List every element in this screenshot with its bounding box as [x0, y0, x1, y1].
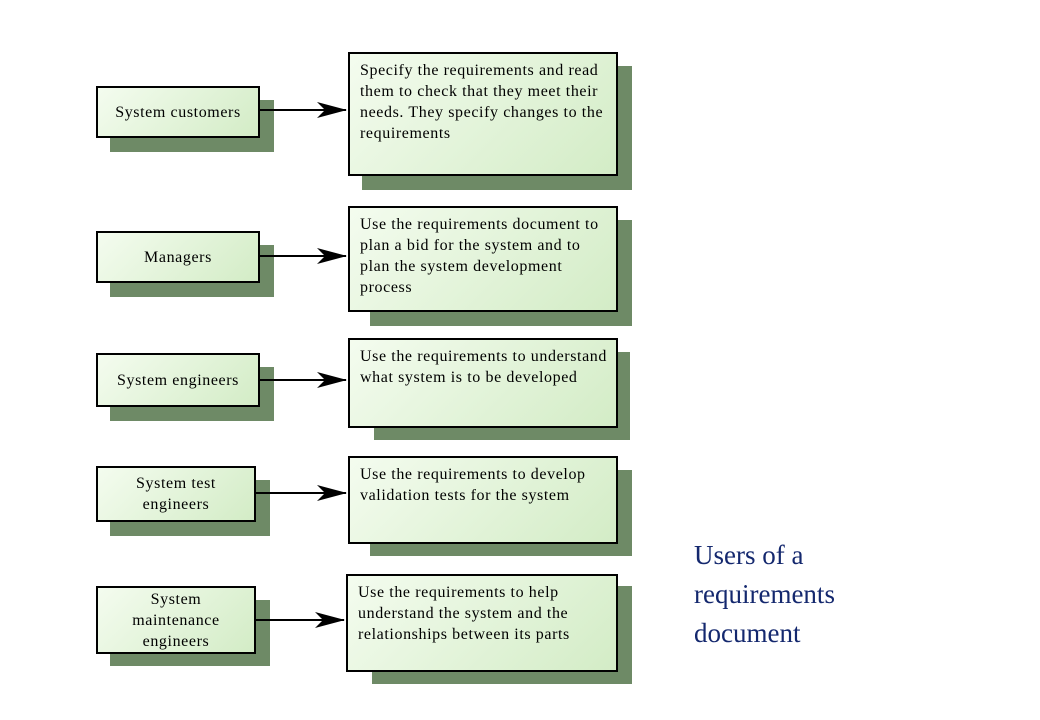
description-text: Use the requirements to develop validati…	[360, 466, 586, 504]
caption-line: Users of a	[694, 540, 804, 570]
role-label: Managers	[144, 248, 212, 266]
role-box-system-test-engineers: System test engineers	[96, 466, 256, 522]
description-box-managers: Use the requirements document to plan a …	[348, 206, 618, 312]
role-label: System customers	[115, 103, 241, 121]
description-text: Use the requirements to understand what …	[360, 348, 608, 386]
description-box-system-customers: Specify the requirements and read them t…	[348, 52, 618, 176]
role-box-system-maintenance-engineers: System maintenance engineers	[96, 586, 256, 654]
role-label: System engineers	[116, 371, 240, 389]
role-box-system-customers: System customers	[96, 86, 260, 138]
description-box-system-maintenance-engineers: Use the requirements to help understand …	[346, 574, 618, 672]
role-box-system-engineers: System engineers	[96, 353, 260, 407]
description-text: Use the requirements document to plan a …	[360, 216, 599, 296]
diagram-caption: Users of a requirements document	[694, 536, 934, 653]
role-label: System maintenance engineers	[132, 590, 220, 650]
description-box-system-test-engineers: Use the requirements to develop validati…	[348, 456, 618, 544]
caption-line: requirements	[694, 579, 835, 609]
role-box-managers: Managers	[96, 231, 260, 283]
description-text: Specify the requirements and read them t…	[360, 62, 604, 142]
description-text: Use the requirements to help understand …	[358, 584, 570, 643]
description-box-system-engineers: Use the requirements to understand what …	[348, 338, 618, 428]
caption-line: document	[694, 618, 801, 648]
role-label: System test engineers	[136, 475, 216, 513]
